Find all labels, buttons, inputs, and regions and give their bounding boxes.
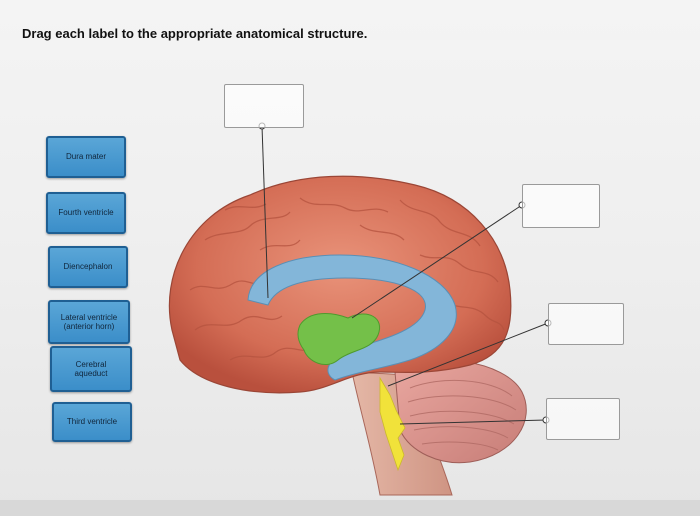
label-text: Fourth ventricle [58, 208, 114, 218]
drop-target-1[interactable] [224, 84, 304, 128]
label-dura-mater[interactable]: Dura mater [46, 136, 126, 178]
cerebellum-folia [407, 380, 517, 451]
label-fourth-ventricle[interactable]: Fourth ventricle [46, 192, 126, 234]
cerebral-aqueduct [379, 376, 406, 472]
gyri-texture [189, 197, 505, 361]
label-third-ventricle[interactable]: Third ventricle [52, 402, 132, 442]
label-text: Cerebral aqueduct [74, 359, 108, 378]
label-text: Lateral ventricle (anterior horn) [60, 312, 118, 331]
label-lateral-ventricle[interactable]: Lateral ventricle (anterior horn) [48, 300, 130, 344]
label-text: Third ventricle [66, 417, 118, 427]
third-ventricle [297, 313, 381, 365]
drop-target-4[interactable] [546, 398, 620, 440]
drop-target-2[interactable] [522, 184, 600, 228]
drop-target-3[interactable] [548, 303, 624, 345]
lateral-ventricle [247, 254, 457, 381]
bottom-strip [0, 500, 700, 516]
label-text: Diencephalon [63, 262, 113, 272]
leader-lines [261, 125, 549, 425]
instruction-text: Drag each label to the appropriate anato… [22, 26, 368, 41]
label-cerebral-aqueduct[interactable]: Cerebral aqueduct [50, 346, 132, 392]
label-text: Dura mater [65, 152, 106, 162]
label-diencephalon[interactable]: Diencephalon [48, 246, 128, 288]
